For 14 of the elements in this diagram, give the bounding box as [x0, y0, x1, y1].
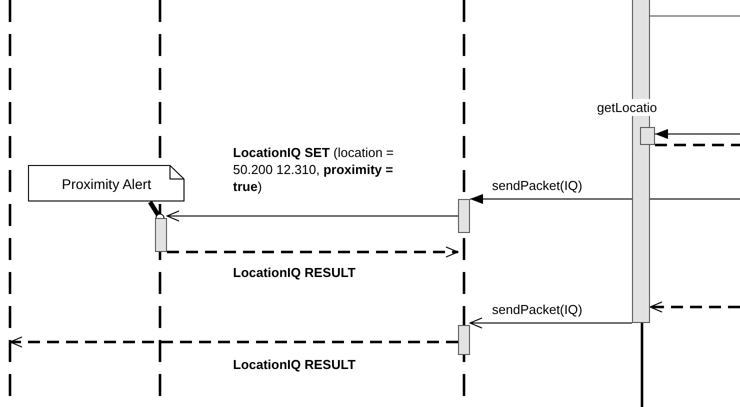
message-arrow: [654, 129, 740, 139]
activation-bar: [155, 218, 167, 252]
edge-label: getLocatio: [597, 99, 657, 116]
activation-bar: [458, 325, 470, 355]
return-arrow: [167, 246, 458, 258]
return-arrow: [10, 336, 458, 348]
return-arrow: [650, 302, 740, 312]
note-text: Proximity Alert: [62, 176, 152, 192]
note: [28, 165, 185, 202]
message-arrow: [470, 194, 740, 204]
activation-bar: [458, 199, 470, 233]
activation-bar: [640, 127, 655, 145]
message-arrow: [166, 210, 458, 222]
message-arrow: [470, 318, 632, 328]
